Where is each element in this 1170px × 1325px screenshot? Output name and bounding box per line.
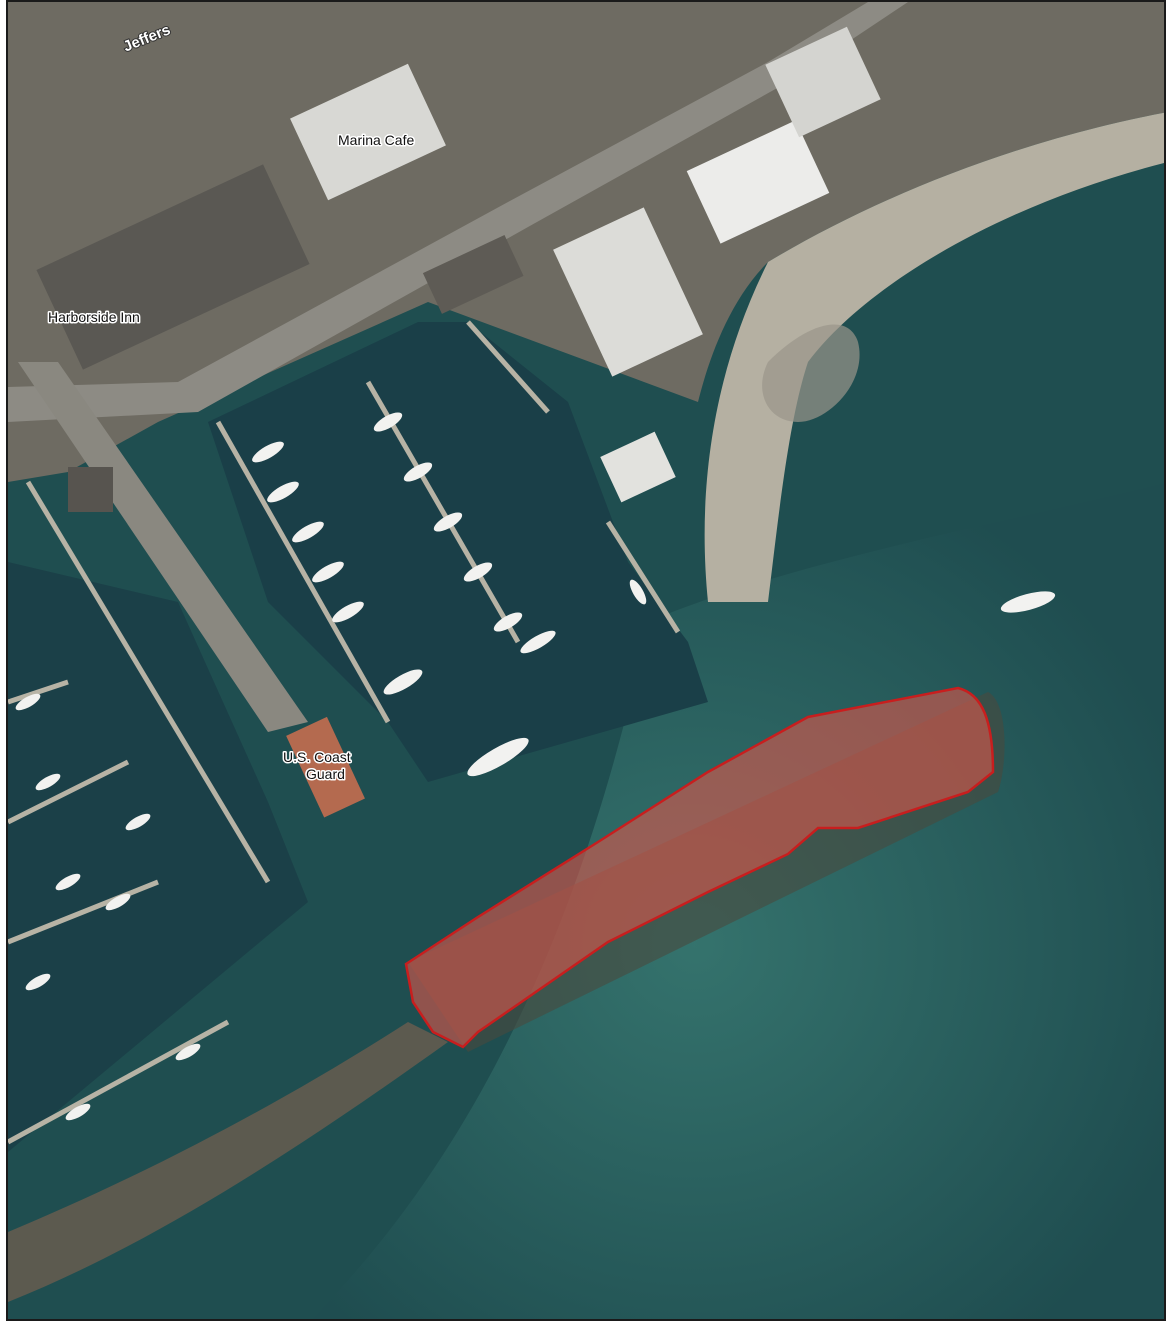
marina-basin <box>208 322 708 782</box>
building <box>68 467 113 512</box>
highlighted-parcel[interactable] <box>404 686 995 1049</box>
place-label-marina-cafe: Marina Cafe <box>338 132 414 148</box>
building <box>422 235 524 314</box>
place-label-coast-guard-line1: U.S. Coast <box>283 749 351 765</box>
breakwater <box>8 1022 448 1302</box>
building <box>286 716 365 818</box>
building <box>600 431 676 503</box>
building <box>36 164 310 370</box>
building <box>686 120 830 244</box>
docks <box>8 320 681 1145</box>
boats <box>15 412 1056 1121</box>
aerial-map[interactable]: Jeffers Marina Cafe Harborside Inn U.S. … <box>8 2 1166 1321</box>
beach <box>704 112 1164 602</box>
west-marina-water <box>8 562 308 1152</box>
place-label-harborside-inn: Harborside Inn <box>48 309 140 325</box>
building <box>290 63 446 201</box>
building <box>553 207 703 377</box>
building <box>765 26 881 138</box>
place-label-coast-guard-line2: Guard <box>306 766 345 782</box>
tide-flat <box>762 324 860 422</box>
map-frame: Jeffers Marina Cafe Harborside Inn U.S. … <box>6 0 1166 1321</box>
side-road <box>18 362 308 732</box>
